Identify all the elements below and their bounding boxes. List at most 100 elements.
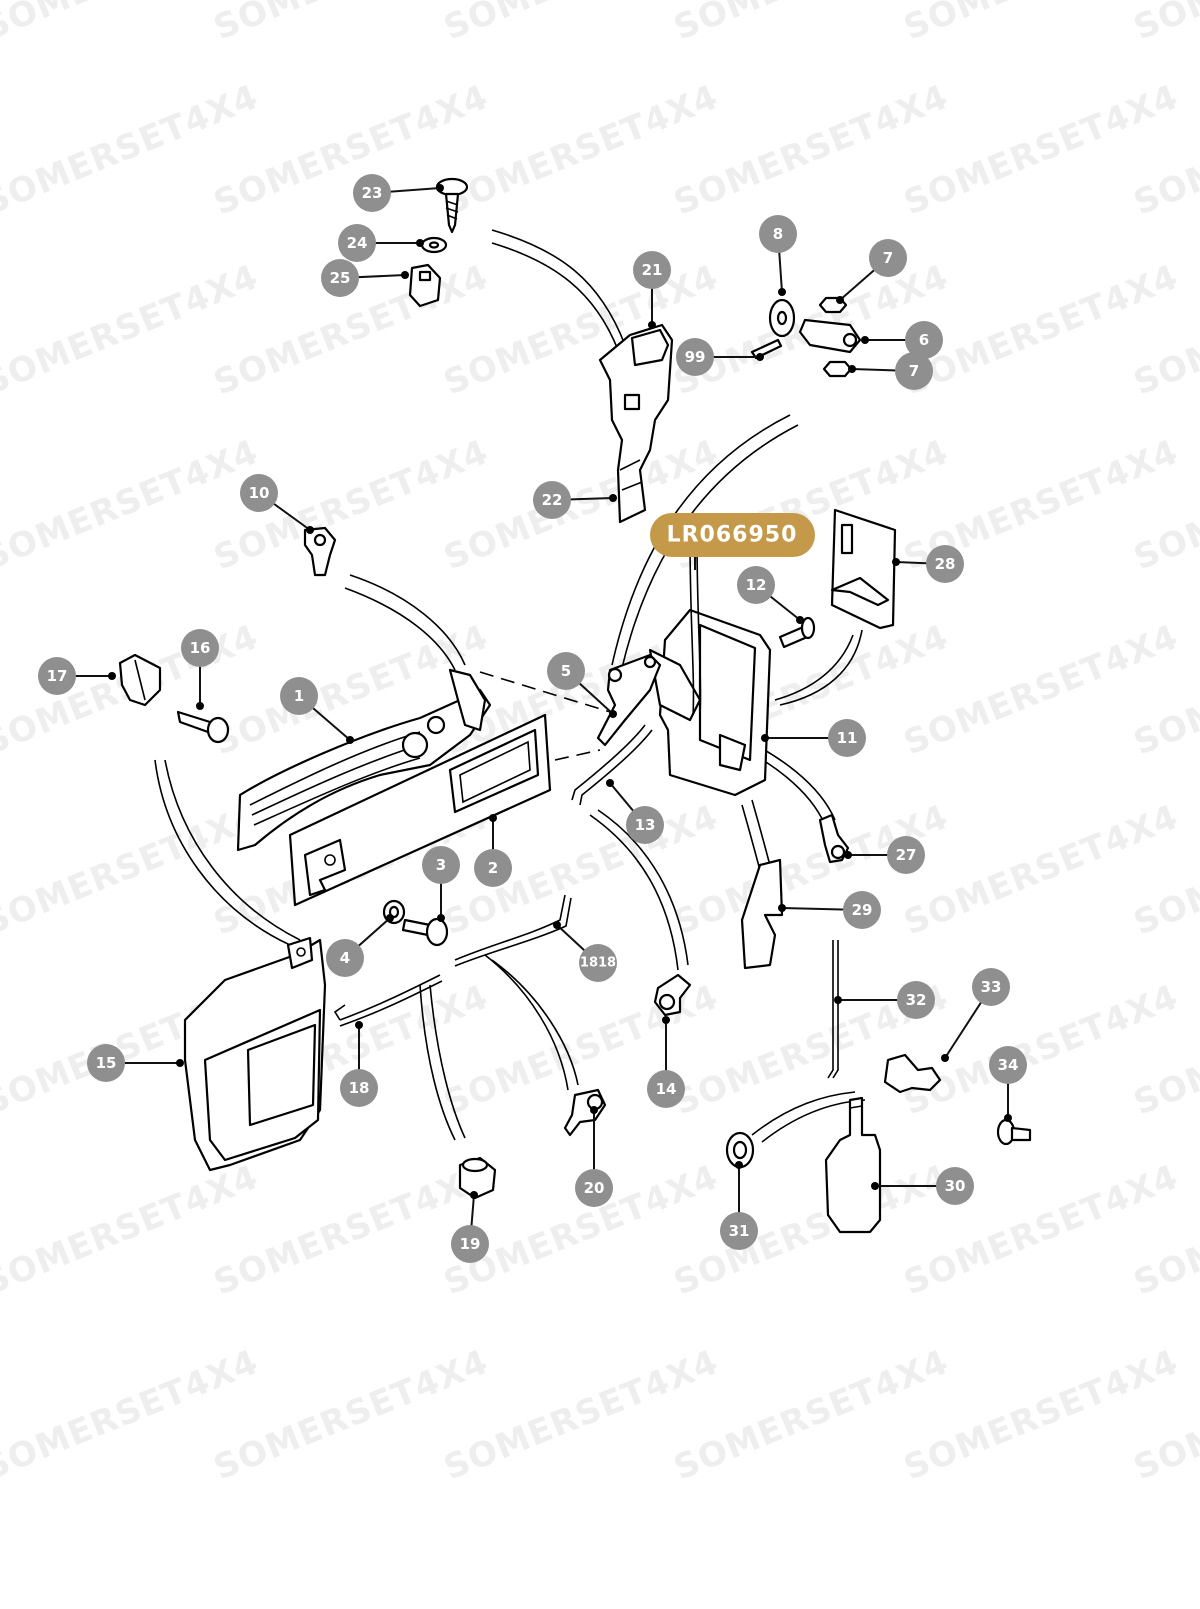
part-badge-label: 2 <box>488 859 498 877</box>
part-badge-15[interactable] <box>87 1044 125 1082</box>
part-clip-20 <box>563 1088 607 1137</box>
part-badge-4[interactable] <box>326 939 364 977</box>
watermark-text: SOMERSET4X4 <box>1128 0 1200 48</box>
part-rod-13 <box>571 724 653 806</box>
part-badge-label: 33 <box>981 978 1002 996</box>
part-badge-23[interactable] <box>353 174 391 212</box>
part-badge-25[interactable] <box>321 259 359 297</box>
part-screw-3 <box>401 917 449 947</box>
badge-leader-dot <box>436 184 444 192</box>
part-badge-label: 12 <box>746 576 767 594</box>
part-badge-label: 8 <box>773 225 783 243</box>
part-badge-22[interactable] <box>533 481 571 519</box>
part-badge-label: 32 <box>906 991 927 1009</box>
badge-leader-dot <box>844 851 852 859</box>
part-badge-31[interactable] <box>720 1212 758 1250</box>
part-badge-29[interactable] <box>843 891 881 929</box>
badge-leader-dot <box>346 736 354 744</box>
badge-leader-dot <box>941 1054 949 1062</box>
highlight-callout[interactable]: LR066950 <box>650 513 815 570</box>
part-badge-1[interactable] <box>280 677 318 715</box>
badge-leader-dot <box>609 494 617 502</box>
part-clip-14 <box>653 973 692 1017</box>
part-lock-body-11 <box>648 539 772 797</box>
badge-leader-dot <box>848 365 856 373</box>
part-badge-label: 13 <box>635 816 656 834</box>
part-plate-29 <box>740 858 784 970</box>
part-badge-13[interactable] <box>626 806 664 844</box>
badge-leader-dot <box>306 526 314 534</box>
part-badge-label: 7 <box>909 362 919 380</box>
part-washer-4 <box>382 899 406 925</box>
part-badge-label: 24 <box>347 234 368 252</box>
part-badge-34[interactable] <box>989 1046 1027 1084</box>
badge-leader-dot <box>778 288 786 296</box>
highlight-part-number: LR066950 <box>667 523 798 548</box>
part-washer-8 <box>768 298 796 338</box>
part-badge-label: 10 <box>249 484 270 502</box>
part-rod-32 <box>827 940 839 1079</box>
part-badge-20[interactable] <box>575 1169 613 1207</box>
part-inner-handle-15 <box>183 936 327 1172</box>
badge-leader-dot <box>761 734 769 742</box>
part-badge-33[interactable] <box>972 968 1010 1006</box>
badge-leader-dot <box>437 914 445 922</box>
part-badge-label: 17 <box>47 667 68 685</box>
part-washer-24 <box>420 236 448 254</box>
part-badge-7[interactable] <box>895 352 933 390</box>
part-badge-21[interactable] <box>633 251 671 289</box>
part-badge-12[interactable] <box>737 566 775 604</box>
part-clip-25 <box>408 263 442 308</box>
part-badge-7[interactable] <box>869 239 907 277</box>
part-grommet-31 <box>725 1131 755 1169</box>
part-badge-5[interactable] <box>547 652 585 690</box>
badge-leader-dot <box>892 558 900 566</box>
part-badge-10[interactable] <box>240 474 278 512</box>
badge-leader-dot <box>470 1191 478 1199</box>
part-screw-12 <box>778 616 816 649</box>
part-badge-label: 22 <box>542 491 563 509</box>
part-badge-11[interactable] <box>828 719 866 757</box>
badge-leader-dot <box>1004 1114 1012 1122</box>
part-badge-32[interactable] <box>897 981 935 1019</box>
part-badge-label: 99 <box>685 348 706 366</box>
part-badge-8[interactable] <box>759 215 797 253</box>
badge-leader-dot <box>834 996 842 1004</box>
part-bush-19 <box>458 1156 497 1200</box>
part-badge-3[interactable] <box>422 846 460 884</box>
part-handle-1 <box>236 668 492 852</box>
part-nut-7-bottom <box>822 360 853 378</box>
part-badge-label: 20 <box>584 1179 605 1197</box>
badge-leader-dot <box>796 616 804 624</box>
part-badge-18[interactable] <box>340 1069 378 1107</box>
part-badge-30[interactable] <box>936 1167 974 1205</box>
part-badge-label: 27 <box>896 846 917 864</box>
badge-leader-dot <box>196 702 204 710</box>
part-badge-24[interactable] <box>338 224 376 262</box>
part-bezel-2 <box>288 713 552 907</box>
part-badge-label: 21 <box>642 261 663 279</box>
part-badge-16[interactable] <box>181 629 219 667</box>
badge-leader-dot <box>355 1021 363 1029</box>
part-bracket-21-22 <box>598 323 674 524</box>
part-badge-6[interactable] <box>905 321 943 359</box>
part-badge-19[interactable] <box>451 1225 489 1263</box>
badge-leader-dot <box>735 1161 743 1169</box>
part-badge-17[interactable] <box>38 657 76 695</box>
badge-leader-dot <box>108 672 116 680</box>
part-badge-1818[interactable] <box>579 944 617 982</box>
badge-leader-dot <box>416 239 424 247</box>
badge-leader-dot <box>590 1106 598 1114</box>
part-badge-label: 5 <box>561 662 571 680</box>
badge-leader-dot <box>756 353 764 361</box>
part-badge-27[interactable] <box>887 836 925 874</box>
part-badge-2[interactable] <box>474 849 512 887</box>
badge-leader-dot <box>836 296 844 304</box>
part-badge-label: 11 <box>837 729 858 747</box>
part-badge-28[interactable] <box>926 545 964 583</box>
badge-leader-dot <box>553 921 561 929</box>
part-badge-99[interactable] <box>676 338 714 376</box>
part-badge-14[interactable] <box>647 1070 685 1108</box>
part-badge-label: 16 <box>190 639 211 657</box>
badge-leader-dot <box>861 336 869 344</box>
